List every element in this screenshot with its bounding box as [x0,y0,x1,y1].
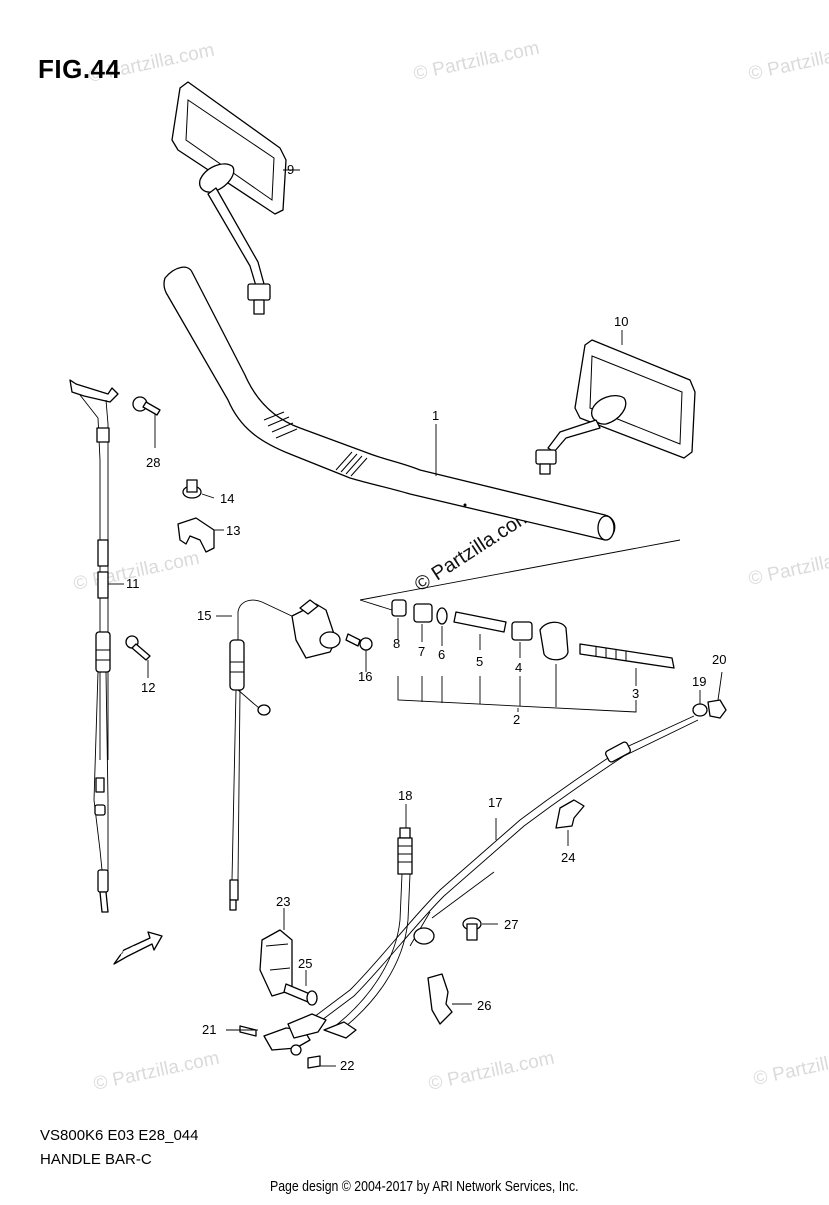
callout-8: 8 [393,636,400,651]
bolt-14 [182,479,215,499]
callout-17: 17 [488,795,502,810]
cable-18 [329,804,413,1035]
callout-7: 7 [418,644,425,659]
watermark-text: © Partzilla.com [752,1043,829,1090]
callout-28: 28 [146,455,160,470]
cable-17 [309,715,699,1027]
fwd-arrow-icon: FWD [113,931,163,965]
callout-1: 1 [432,408,439,423]
figure-title: FIG.44 [38,54,121,84]
callout-18: 18 [398,788,412,803]
cable-ends-21-22 [239,1013,357,1069]
bracket-24 [555,799,585,846]
throttle-cable [69,379,119,913]
callout-14: 14 [220,491,234,506]
figure-code: VS800K6 E03 E28_044 [40,1127,199,1144]
bar-end-assembly [359,539,681,713]
bolt-27 [462,917,498,941]
callout-10: 10 [614,314,628,329]
holder-23 [259,908,293,997]
callout-16: 16 [358,669,372,684]
watermark-text: © Partzilla.com [412,38,542,85]
screw-16 [345,633,373,672]
callout-labels: 1 2 3 4 5 6 7 8 9 10 11 12 13 14 15 16 1… [126,162,726,1073]
bracket-26 [409,911,472,1025]
page-credit: Page design © 2004-2017 by ARI Network S… [270,1178,579,1195]
watermark-text: © Partzilla.com [747,38,829,85]
switch-cable [229,599,341,911]
callout-13: 13 [226,523,240,538]
callout-23: 23 [276,894,290,909]
fwd-label: FWD [119,944,140,960]
screw-28 [132,396,161,448]
watermark-text: © Partzilla.com [427,1048,557,1095]
clamp-13 [177,517,224,553]
callout-27: 27 [504,917,518,932]
left-mirror [171,81,287,315]
callout-5: 5 [476,654,483,669]
bolt-25 [283,970,318,1006]
callout-4: 4 [515,660,522,675]
callout-2: 2 [513,712,520,727]
callout-11: 11 [126,576,140,591]
callout-25: 25 [298,956,312,971]
callout-3: 3 [632,686,639,701]
callout-6: 6 [438,647,445,662]
leader-lines [108,169,623,1031]
callout-20: 20 [712,652,726,667]
callout-24: 24 [561,850,575,865]
callout-19: 19 [692,674,706,689]
watermark-text: © Partzilla.com [747,543,829,590]
adjuster-19-20 [692,671,727,719]
handlebar [163,266,616,541]
figure-name: HANDLE BAR-C [40,1151,152,1168]
callout-22: 22 [340,1058,354,1073]
right-mirror [535,339,696,475]
callout-15: 15 [197,608,211,623]
bolt-12 [125,635,151,678]
watermark-text: © Partzilla.com [92,1048,222,1095]
callout-26: 26 [477,998,491,1013]
callout-12: 12 [141,680,155,695]
callout-21: 21 [202,1022,216,1037]
callout-9: 9 [287,162,294,177]
